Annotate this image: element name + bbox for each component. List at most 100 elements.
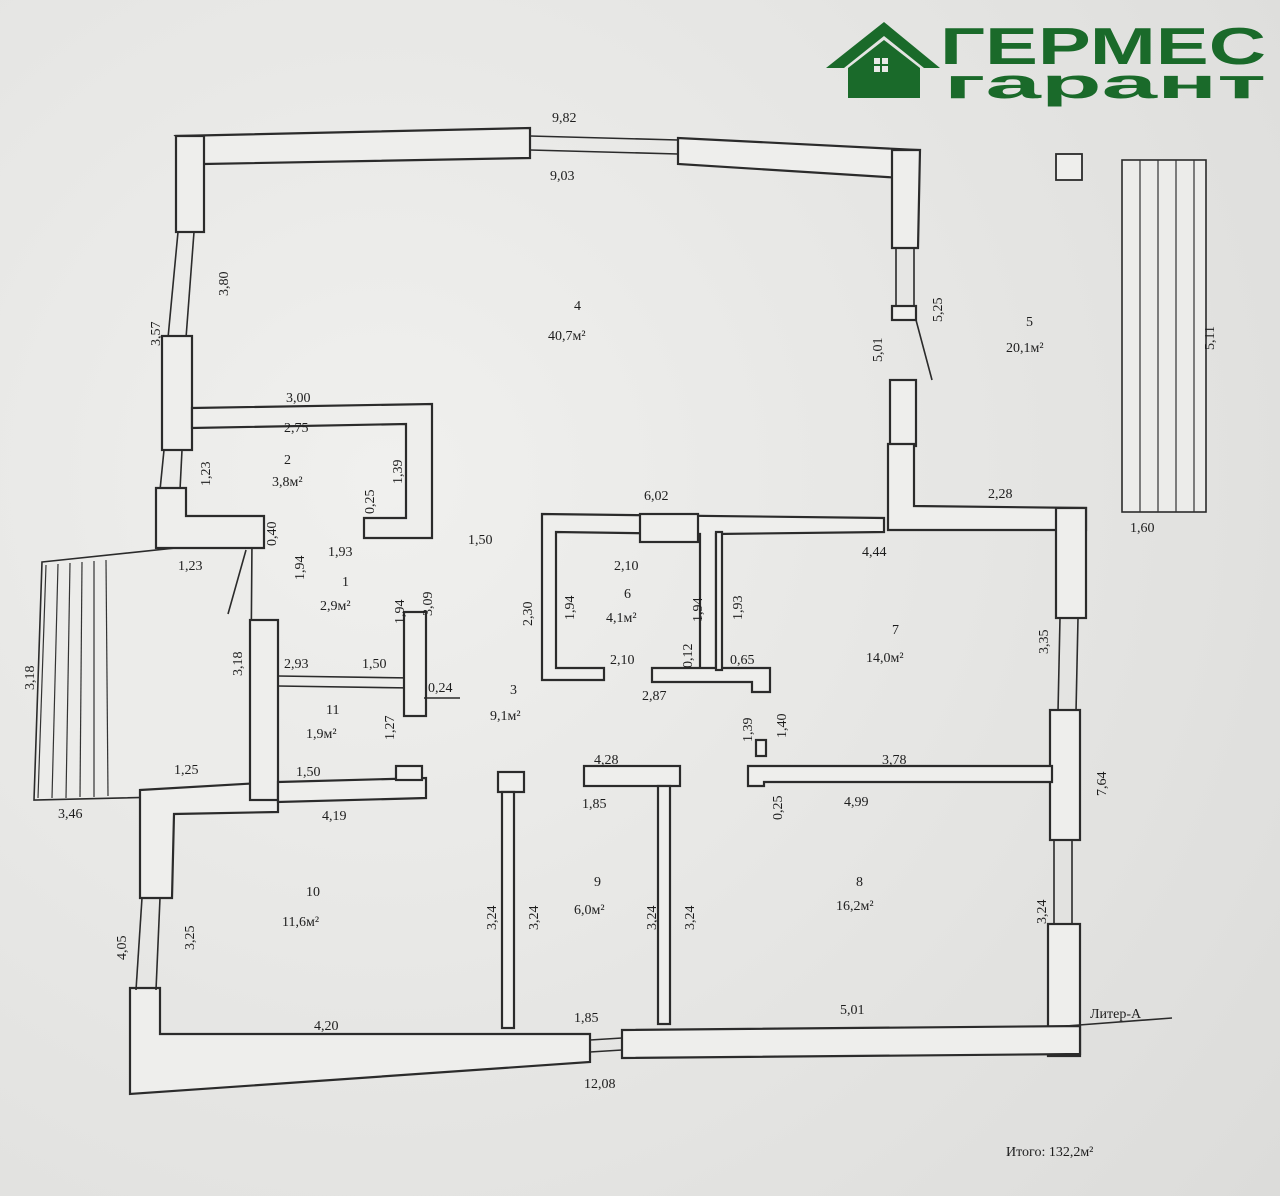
logo-line1: ГЕРМЕС [940, 18, 1266, 76]
svg-text:6,02: 6,02 [644, 489, 669, 504]
svg-text:2,28: 2,28 [988, 487, 1013, 502]
svg-text:2,75: 2,75 [284, 421, 309, 436]
svg-text:1,23: 1,23 [199, 462, 214, 487]
svg-text:3,24: 3,24 [485, 906, 500, 931]
svg-text:2,10: 2,10 [610, 653, 635, 668]
svg-text:2,87: 2,87 [642, 689, 667, 704]
svg-text:7,64: 7,64 [1095, 772, 1110, 797]
svg-text:10: 10 [306, 885, 320, 900]
svg-text:4,20: 4,20 [314, 1019, 339, 1034]
interior-walls [190, 319, 1173, 1030]
room-9-label: 9 6,0м² [574, 875, 605, 918]
svg-text:6,0м²: 6,0м² [574, 903, 605, 918]
svg-text:1,27: 1,27 [383, 716, 398, 741]
svg-text:5,01: 5,01 [871, 338, 886, 363]
svg-text:1,85: 1,85 [582, 797, 607, 812]
room-8-label: 8 16,2м² [836, 875, 874, 914]
svg-text:1,94: 1,94 [691, 598, 706, 623]
svg-text:9,03: 9,03 [550, 169, 575, 184]
svg-text:8: 8 [856, 875, 863, 890]
svg-text:0,24: 0,24 [428, 681, 453, 696]
room-7-label: 7 14,0м² [866, 623, 904, 666]
logo-line2: гарант [944, 60, 1266, 107]
svg-text:1,50: 1,50 [468, 533, 493, 548]
svg-text:3,24: 3,24 [527, 906, 542, 931]
svg-text:4: 4 [574, 299, 581, 314]
svg-text:4,99: 4,99 [844, 795, 869, 810]
svg-text:9: 9 [594, 875, 601, 890]
svg-text:1,93: 1,93 [328, 545, 353, 560]
room-5-label: 5 20,1м² [1006, 315, 1044, 356]
svg-text:3,18: 3,18 [23, 666, 38, 691]
svg-text:3,57: 3,57 [149, 322, 164, 347]
svg-text:5,25: 5,25 [931, 298, 946, 323]
svg-text:3,24: 3,24 [645, 906, 660, 931]
svg-text:2: 2 [284, 453, 291, 468]
svg-text:14,0м²: 14,0м² [866, 651, 904, 666]
svg-text:1,23: 1,23 [178, 559, 203, 574]
svg-text:0,25: 0,25 [771, 796, 786, 821]
svg-text:1,85: 1,85 [574, 1011, 599, 1026]
room-2-label: 2 3,8м² [272, 453, 303, 490]
svg-text:2,30: 2,30 [521, 602, 536, 627]
svg-text:40,7м²: 40,7м² [548, 329, 586, 344]
svg-text:4,1м²: 4,1м² [606, 611, 637, 626]
svg-text:1,50: 1,50 [296, 765, 321, 780]
svg-text:1,94: 1,94 [563, 596, 578, 621]
svg-text:11,6м²: 11,6м² [282, 915, 319, 930]
room-6-label: 6 4,1м² [606, 587, 637, 626]
svg-text:1,94: 1,94 [293, 556, 308, 581]
svg-text:1,40: 1,40 [775, 714, 790, 739]
svg-text:3,80: 3,80 [217, 272, 232, 297]
svg-text:4,05: 4,05 [115, 936, 130, 961]
svg-text:5: 5 [1026, 315, 1033, 330]
svg-text:9,1м²: 9,1м² [490, 709, 521, 724]
svg-text:2,9м²: 2,9м² [320, 599, 351, 614]
svg-text:1,39: 1,39 [391, 460, 406, 485]
svg-text:5,11: 5,11 [1203, 326, 1218, 350]
svg-text:1,60: 1,60 [1130, 521, 1155, 536]
svg-text:3,46: 3,46 [58, 807, 83, 822]
svg-text:0,65: 0,65 [730, 653, 755, 668]
company-logo: ГЕРМЕС гарант [826, 18, 1266, 107]
room-11-label: 11 1,9м² [306, 703, 339, 742]
liter-label: Литер-А [1090, 1007, 1142, 1022]
exterior-walls [128, 126, 1088, 1096]
svg-text:0,12: 0,12 [681, 644, 696, 669]
svg-text:1,39: 1,39 [741, 718, 756, 743]
svg-text:12,08: 12,08 [584, 1077, 616, 1092]
room-10-label: 10 11,6м² [282, 885, 320, 930]
room-4-label: 4 40,7м² [548, 299, 586, 344]
svg-text:0,25: 0,25 [363, 490, 378, 515]
svg-text:9,82: 9,82 [552, 111, 577, 126]
svg-text:3,18: 3,18 [231, 652, 246, 677]
svg-text:5,01: 5,01 [840, 1003, 865, 1018]
svg-text:1,93: 1,93 [731, 596, 746, 621]
svg-text:4,44: 4,44 [862, 545, 887, 560]
room-3-label: 3 9,1м² [490, 683, 521, 724]
svg-text:4,19: 4,19 [322, 809, 347, 824]
room-labels: 4 40,7м² 5 20,1м² 2 3,8м² 1 2,9м² 11 1,9… [272, 299, 1044, 930]
svg-text:2,10: 2,10 [614, 559, 639, 574]
svg-text:3,00: 3,00 [286, 391, 311, 406]
svg-text:7: 7 [892, 623, 899, 638]
svg-text:1,25: 1,25 [174, 763, 199, 778]
svg-text:20,1м²: 20,1м² [1006, 341, 1044, 356]
svg-text:11: 11 [326, 703, 339, 718]
svg-text:4,28: 4,28 [594, 753, 619, 768]
house-icon [826, 22, 940, 98]
right-terrace-stairs [1055, 153, 1207, 513]
room-1-label: 1 2,9м² [320, 575, 351, 614]
svg-text:1,9м²: 1,9м² [306, 727, 337, 742]
svg-text:1,50: 1,50 [362, 657, 387, 672]
svg-text:3,24: 3,24 [1035, 900, 1050, 925]
svg-text:3,8м²: 3,8м² [272, 475, 303, 490]
svg-text:3,24: 3,24 [683, 906, 698, 931]
svg-text:3,35: 3,35 [1037, 630, 1052, 655]
svg-text:1,94: 1,94 [393, 600, 408, 625]
svg-text:3,25: 3,25 [183, 926, 198, 951]
svg-text:3: 3 [510, 683, 517, 698]
svg-text:16,2м²: 16,2м² [836, 899, 874, 914]
